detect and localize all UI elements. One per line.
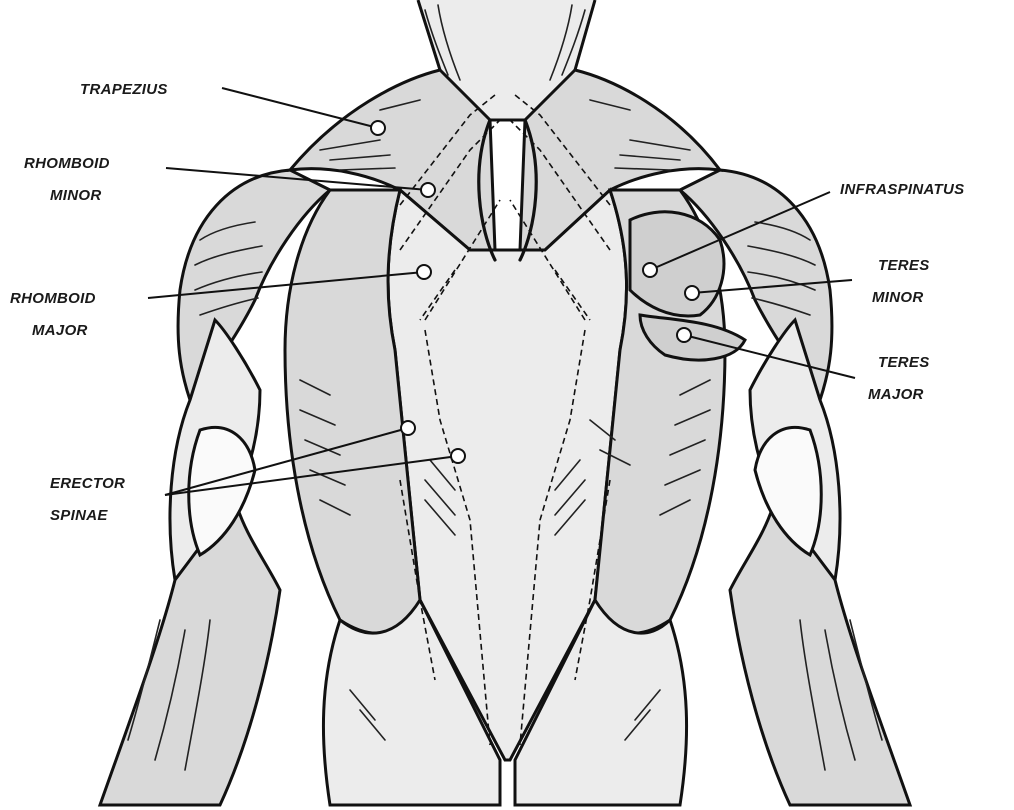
erector-spinae-pin-upper[interactable] (401, 421, 415, 435)
teres-major-label-line2: MAJOR (868, 386, 924, 403)
rhomboid-minor-label-line2: MINOR (50, 187, 102, 204)
erector-spinae-label-line1: ERECTOR (50, 475, 125, 492)
rhomboid-major-label-line2: MAJOR (32, 322, 88, 339)
teres-major-label-line1: TERES (878, 354, 930, 371)
trapezius-label: TRAPEZIUS (80, 81, 168, 98)
body-illustration (100, 0, 910, 805)
infraspinatus-label: INFRASPINATUS (840, 181, 964, 198)
trapezius-leader (222, 88, 378, 128)
rhomboid-minor-label-line1: RHOMBOID (24, 155, 110, 172)
teres-minor-label-line2: MINOR (872, 289, 924, 306)
rhomboid-minor-pin[interactable] (421, 183, 435, 197)
teres-major-pin[interactable] (677, 328, 691, 342)
teres-minor-label-line1: TERES (878, 257, 930, 274)
trapezius-pin[interactable] (371, 121, 385, 135)
rhomboid-major-pin[interactable] (417, 265, 431, 279)
rhomboid-major-label-line1: RHOMBOID (10, 290, 96, 307)
erector-spinae-label-line2: SPINAE (50, 507, 108, 524)
right-infraspinatus (630, 212, 724, 316)
erector-spinae-pin-lower[interactable] (451, 449, 465, 463)
teres-minor-pin[interactable] (685, 286, 699, 300)
infraspinatus-pin[interactable] (643, 263, 657, 277)
